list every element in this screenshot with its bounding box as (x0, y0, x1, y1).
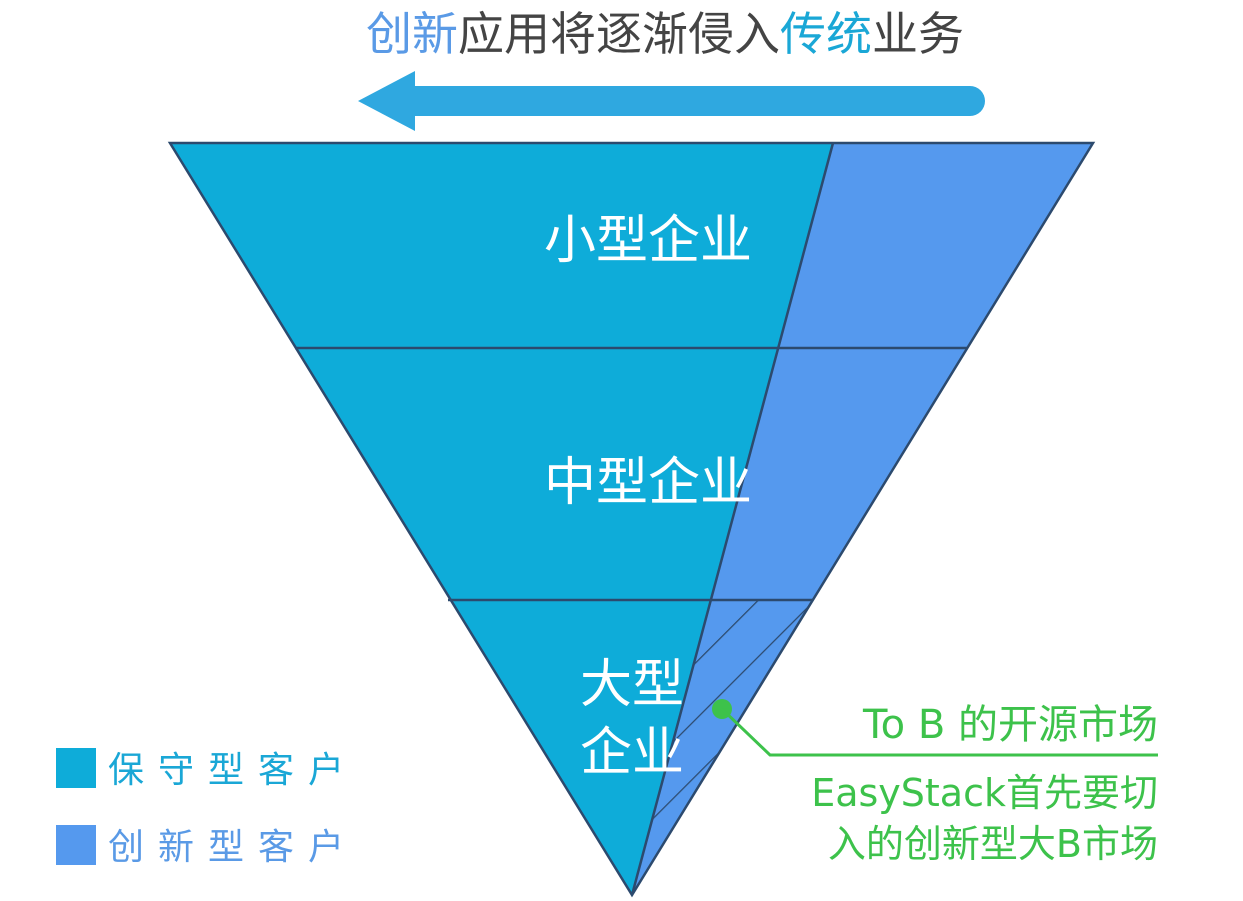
tier-label-large-2: 企业 (580, 723, 684, 783)
tier-label-small: 小型企业 (544, 211, 752, 271)
conservative-region (170, 143, 833, 895)
callout: To B 的开源市场 EasyStack首先要切 入的创新型大B市场 (712, 699, 1158, 866)
legend-label-conservative: 保守型客户 (108, 750, 358, 791)
title-part-business: 业务 (872, 7, 964, 61)
callout-heading: To B 的开源市场 (862, 702, 1158, 748)
triangle-outline (167, 141, 1096, 898)
title-part-middle: 应用将逐渐侵入 (458, 7, 780, 61)
tier-label-medium: 中型企业 (544, 453, 752, 513)
tier-label-large-1: 大型 (580, 655, 684, 715)
legend-swatch-conservative (56, 748, 96, 788)
title-part-traditional: 传统 (780, 7, 872, 61)
innovative-region (710, 143, 1093, 600)
callout-leader-line (720, 707, 1158, 757)
title-part-innovation: 创新 (366, 7, 458, 61)
callout-line-1: EasyStack首先要切 (811, 771, 1158, 815)
segment-boundary (630, 142, 835, 896)
callout-line-2: 入的创新型大B市场 (828, 822, 1158, 866)
legend: 保守型客户 创新型客户 (56, 748, 358, 868)
legend-label-innovative: 创新型客户 (108, 827, 358, 868)
left-arrow-icon (358, 71, 985, 131)
diagram-title: 创新应用将逐渐侵入传统业务 (366, 7, 964, 61)
legend-swatch-innovative (56, 825, 96, 865)
